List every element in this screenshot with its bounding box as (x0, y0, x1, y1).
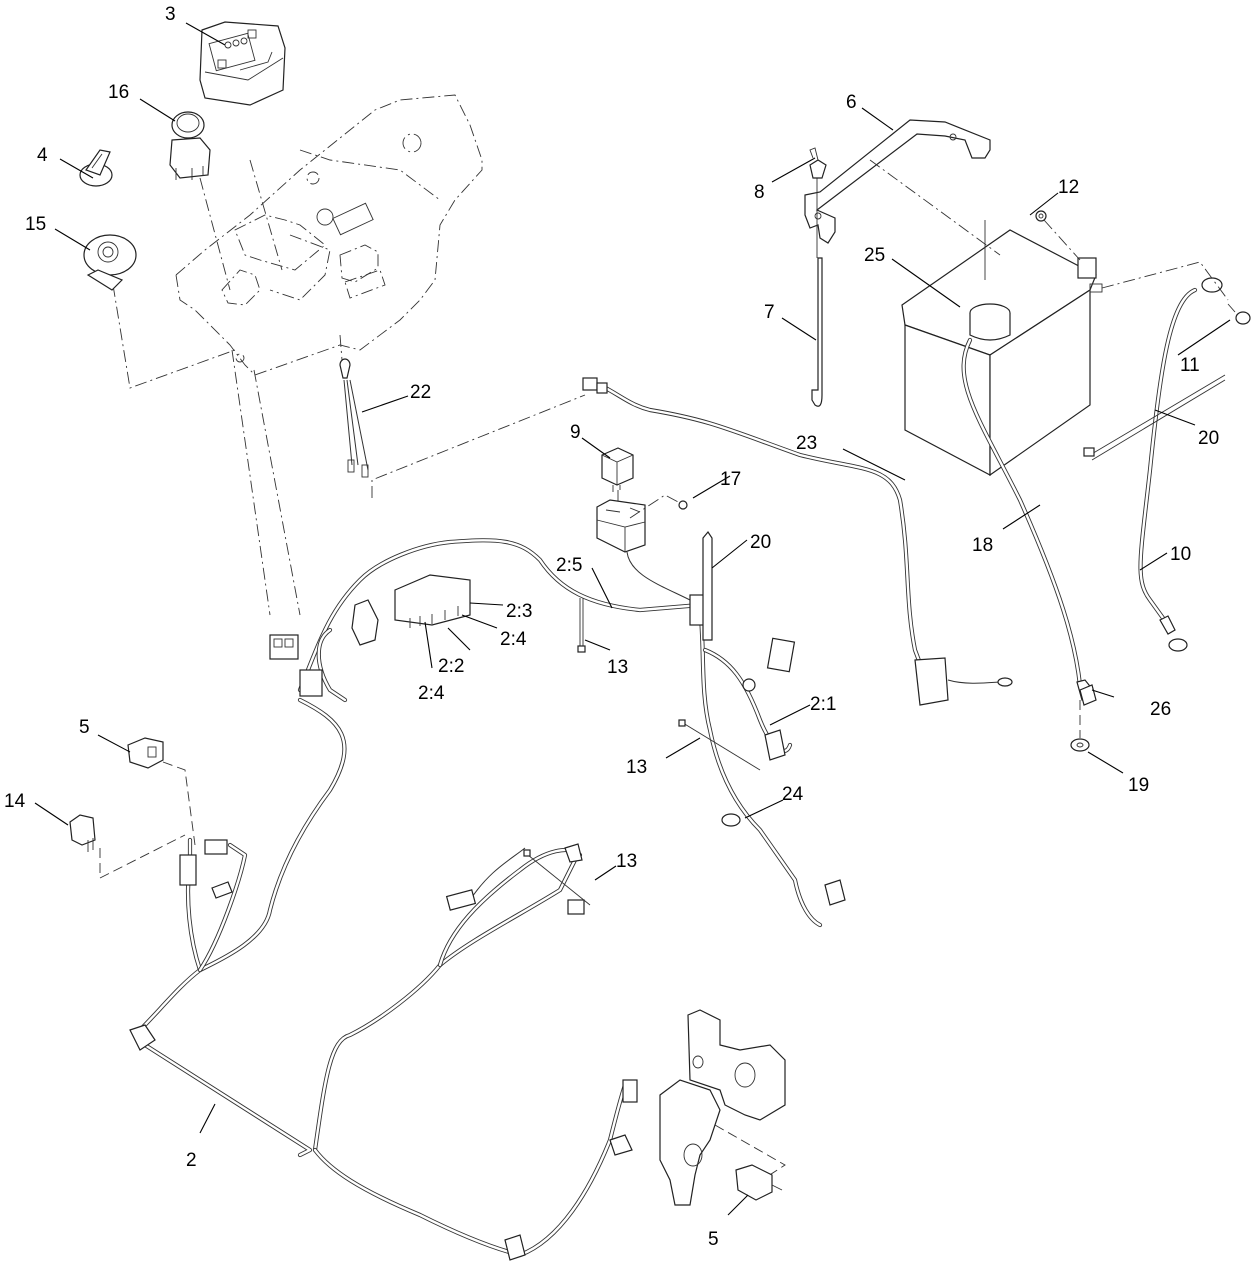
callout-20-harness: 20 (750, 532, 771, 553)
callout-24: 24 (782, 784, 804, 805)
part-negative-cable (1101, 261, 1229, 652)
part-harness-lead-23 (582, 377, 1013, 706)
console-panel (175, 94, 483, 376)
callout-4: 4 (37, 145, 48, 166)
callout-5-upper: 5 (79, 717, 90, 738)
callout-22: 22 (410, 382, 431, 403)
part-interlock-switch-lower (735, 1164, 783, 1201)
callout-19: 19 (1128, 775, 1149, 796)
callout-2-3: 2:3 (506, 601, 532, 622)
part-ignition-key (79, 149, 113, 187)
callout-2-5: 2:5 (556, 555, 582, 576)
callout-13-b: 13 (626, 757, 647, 778)
callout-20-battery: 20 (1198, 428, 1219, 449)
callout-18: 18 (972, 535, 993, 556)
callout-6: 6 (846, 92, 857, 113)
callout-5-lower: 5 (708, 1229, 719, 1250)
callout-12: 12 (1058, 177, 1079, 198)
part-push-switch (169, 111, 211, 180)
callout-16: 16 (108, 82, 129, 103)
part-cable-ties (523, 530, 761, 906)
callout-14: 14 (4, 791, 26, 812)
part-relay (601, 447, 634, 508)
callout-25: 25 (864, 245, 885, 266)
callout-leader-lines (34, 22, 1231, 1216)
part-pedal-bracket (659, 1009, 786, 1206)
callout-7: 7 (764, 302, 775, 323)
callout-8: 8 (754, 182, 765, 203)
part-relay-holder (596, 499, 691, 601)
part-nut-12 (1035, 210, 1081, 261)
part-j-bolt-rod (811, 178, 823, 407)
callout-23: 23 (796, 433, 817, 454)
callout-15: 15 (25, 214, 46, 235)
part-washer-19 (1070, 738, 1090, 752)
callout-2-4-a: 2:4 (500, 629, 527, 650)
part-wing-nut (809, 147, 827, 179)
callout-2: 2 (186, 1150, 197, 1171)
harness-connectors (129, 574, 846, 1261)
part-main-harness (137, 538, 823, 1258)
callout-26: 26 (1150, 699, 1171, 720)
callout-11: 11 (1180, 355, 1200, 376)
part-battery (869, 159, 1103, 477)
callout-17: 17 (720, 469, 741, 490)
callout-2-1: 2:1 (810, 694, 836, 715)
callout-3: 3 (165, 4, 176, 25)
callout-13-c: 13 (616, 851, 637, 872)
part-interlock-switch-upper (127, 737, 196, 846)
part-cable-tie-battery (1083, 374, 1226, 461)
part-terminal-boot-25 (969, 303, 1011, 341)
part-display-module (199, 21, 286, 106)
callout-9: 9 (570, 422, 581, 443)
callout-2-4-b: 2:4 (418, 683, 445, 704)
part-lamp-lead (339, 358, 369, 478)
part-screw-17 (629, 494, 688, 519)
callout-10: 10 (1170, 544, 1191, 565)
part-switch-14 (69, 814, 186, 879)
callout-2-2: 2:2 (438, 656, 464, 677)
part-ignition-switch (83, 234, 137, 291)
part-bolt-11 (1227, 303, 1251, 325)
assembly-lines-console (99, 159, 586, 616)
callout-labels: 3 16 4 15 22 6 8 7 12 25 11 20 9 17 23 1… (4, 4, 1219, 1250)
callout-13-a: 13 (607, 657, 628, 678)
part-hold-down-bracket (804, 119, 991, 244)
